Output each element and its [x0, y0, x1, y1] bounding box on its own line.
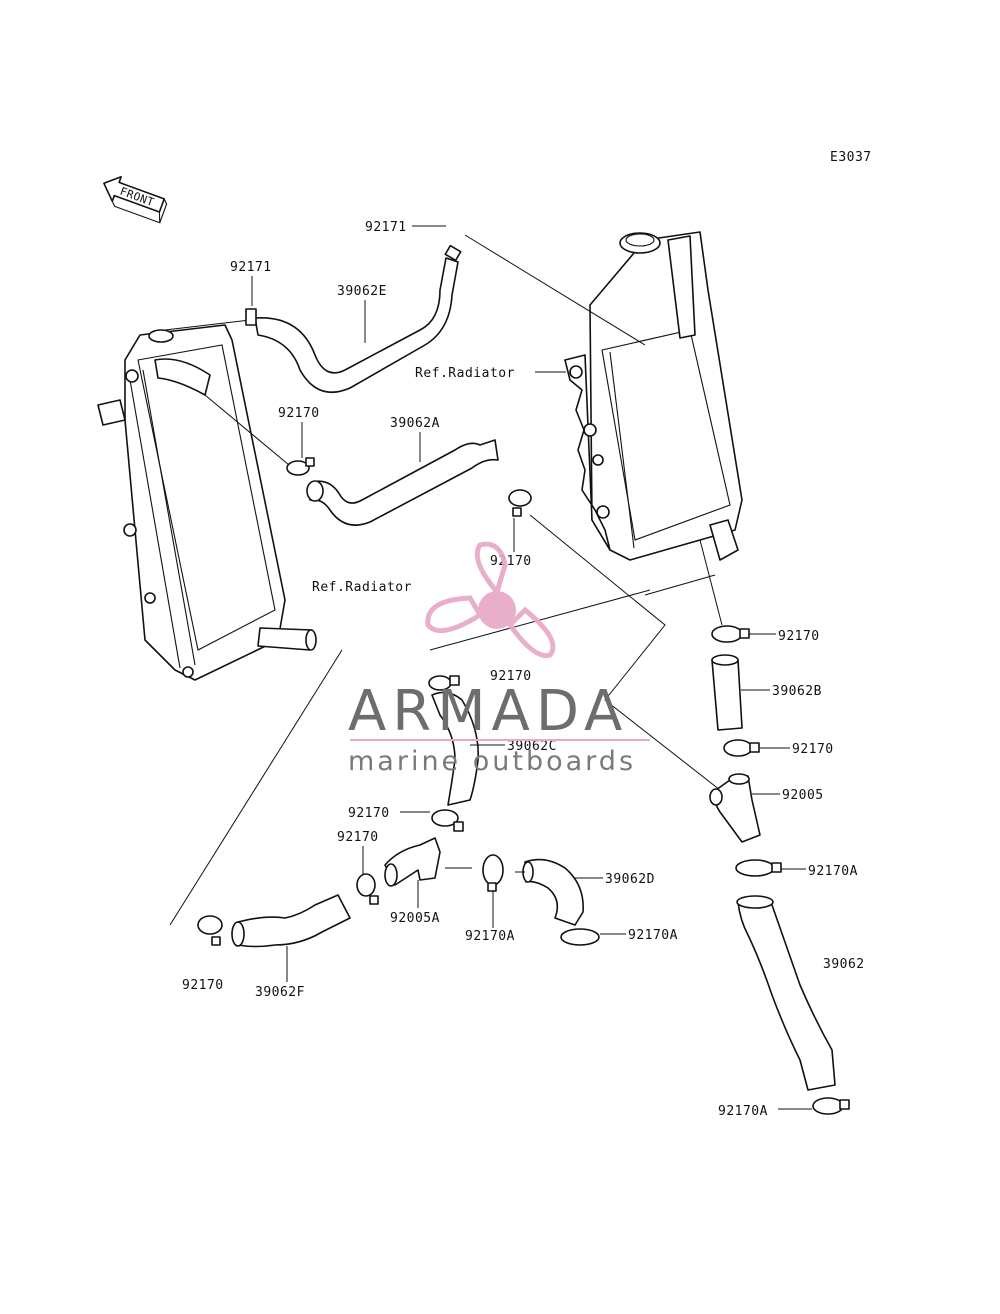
label-39062: 39062 — [823, 957, 865, 972]
clamp-92170A-r — [735, 859, 782, 877]
clamp-92170-c — [428, 675, 460, 691]
ref-radiator-right: Ref.Radiator — [415, 366, 515, 381]
left-radiator — [97, 324, 317, 681]
clamp-92170-r1 — [711, 625, 750, 643]
front-arrow-icon: FRONT — [103, 175, 168, 224]
label-92170-r1: 92170 — [778, 629, 820, 644]
label-92005A: 92005A — [390, 911, 440, 926]
label-39062A: 39062A — [390, 416, 440, 431]
label-92170A-bottom: 92170A — [718, 1104, 768, 1119]
clamp-92170-r2 — [723, 739, 760, 757]
clamp-92170A-c — [482, 854, 504, 892]
hose-39062A — [306, 439, 499, 526]
diagram-code: E3037 — [830, 150, 872, 165]
label-92170-b: 92170 — [490, 554, 532, 569]
label-92170A-r: 92170A — [808, 864, 858, 879]
label-39062C: 39062C — [507, 739, 557, 754]
fitting-92005 — [709, 773, 761, 843]
right-radiator — [564, 231, 743, 561]
label-92170-a: 92170 — [278, 406, 320, 421]
clamp-92170A-bottom — [812, 1097, 850, 1115]
label-92170-d: 92170 — [348, 806, 390, 821]
clamp-92170-b — [508, 489, 532, 517]
clamp-92170-a — [286, 457, 315, 476]
label-39062B: 39062B — [772, 684, 822, 699]
clamp-92170-f — [197, 915, 223, 946]
label-92170-r2: 92170 — [792, 742, 834, 757]
label-92170A-d: 92170A — [628, 928, 678, 943]
clamp-92170-e — [356, 873, 379, 905]
label-92170-f: 92170 — [182, 978, 224, 993]
clamp-92170-d — [431, 809, 464, 832]
label-92171-left: 92171 — [230, 260, 272, 275]
label-39062D: 39062D — [605, 872, 655, 887]
label-92005: 92005 — [782, 788, 824, 803]
hose-39062E — [245, 244, 462, 394]
hose-39062D — [522, 858, 584, 926]
fitting-92005A — [384, 837, 441, 887]
clamp-92170A-d — [560, 928, 600, 946]
hose-39062C — [431, 691, 479, 806]
label-92170A-c: 92170A — [465, 929, 515, 944]
label-39062E: 39062E — [337, 284, 387, 299]
label-92170-c: 92170 — [490, 669, 532, 684]
hose-39062F — [231, 894, 351, 948]
armada-logo — [425, 541, 556, 659]
label-39062F: 39062F — [255, 985, 305, 1000]
label-92170-e: 92170 — [337, 830, 379, 845]
watermark-brand: ARMADA — [348, 679, 628, 744]
ref-radiator-left: Ref.Radiator — [312, 580, 412, 595]
watermark-tagline: marine outboards — [348, 746, 636, 777]
label-92171-top: 92171 — [365, 220, 407, 235]
hose-39062 — [736, 895, 836, 1091]
hose-39062B — [711, 654, 743, 731]
